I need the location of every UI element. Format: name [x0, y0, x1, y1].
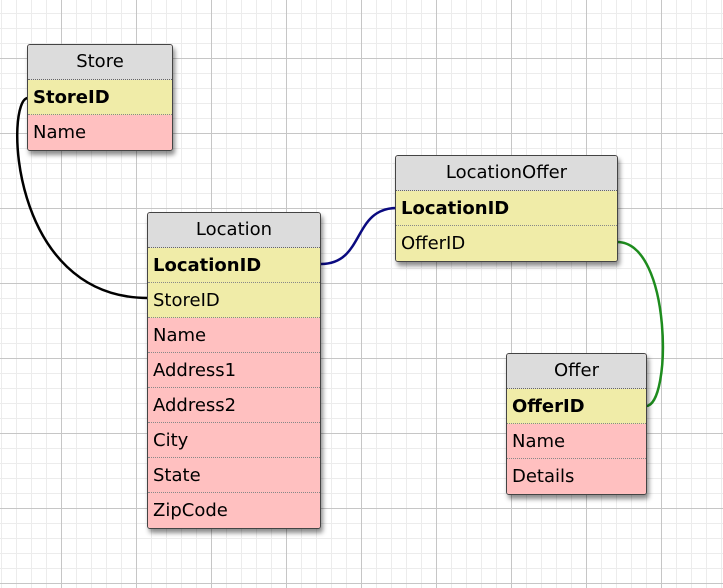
field-name[interactable]: Name — [148, 318, 320, 353]
field-city[interactable]: City — [148, 423, 320, 458]
link-store-location[interactable] — [16, 96, 149, 300]
table-locationoffer[interactable]: LocationOffer LocationID OfferID — [395, 155, 618, 262]
field-address1[interactable]: Address1 — [148, 353, 320, 388]
field-name[interactable]: Name — [28, 115, 172, 150]
field-state[interactable]: State — [148, 458, 320, 493]
table-location[interactable]: Location LocationID StoreID Name Address… — [147, 212, 321, 529]
field-details[interactable]: Details — [507, 459, 646, 494]
field-zipcode[interactable]: ZipCode — [148, 493, 320, 528]
field-locationid[interactable]: LocationID — [396, 191, 617, 226]
table-store[interactable]: Store StoreID Name — [27, 44, 173, 151]
field-name[interactable]: Name — [507, 424, 646, 459]
table-title: Location — [148, 213, 320, 248]
table-title: LocationOffer — [396, 156, 617, 191]
field-locationid[interactable]: LocationID — [148, 248, 320, 283]
table-title: Offer — [507, 354, 646, 389]
field-offerid[interactable]: OfferID — [396, 226, 617, 261]
field-offerid[interactable]: OfferID — [507, 389, 646, 424]
field-address2[interactable]: Address2 — [148, 388, 320, 423]
table-title: Store — [28, 45, 172, 80]
link-location-locationoffer[interactable] — [320, 206, 398, 266]
field-storeid[interactable]: StoreID — [28, 80, 172, 115]
table-offer[interactable]: Offer OfferID Name Details — [506, 353, 647, 495]
link-locationoffer-offer[interactable] — [616, 240, 665, 408]
field-storeid[interactable]: StoreID — [148, 283, 320, 318]
